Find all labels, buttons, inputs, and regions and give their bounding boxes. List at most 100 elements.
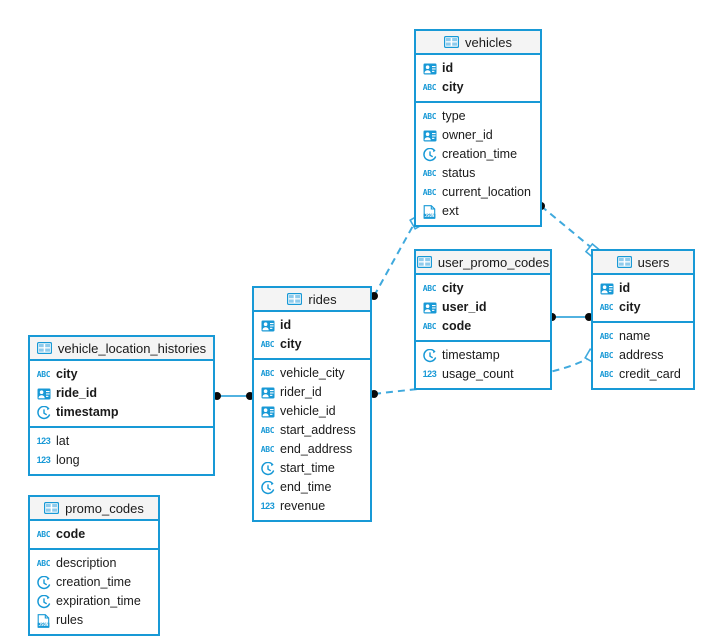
- field-name: city: [619, 300, 641, 315]
- column-row[interactable]: JSON ext: [416, 202, 540, 221]
- field-name: city: [442, 80, 464, 95]
- abc-text-icon: ABC: [260, 339, 275, 349]
- column-row[interactable]: creation_time: [416, 145, 540, 164]
- abc-text-icon: ABC: [36, 558, 51, 568]
- 123-number-icon: 123: [36, 436, 51, 446]
- clock-icon: [260, 461, 275, 476]
- abc-text-icon: ABC: [422, 111, 437, 121]
- primary-key-row[interactable]: id: [254, 316, 370, 335]
- relationship-vlh-rides[interactable]: [213, 392, 254, 400]
- id-badge-icon: [422, 61, 437, 76]
- column-row[interactable]: creation_time: [30, 573, 158, 592]
- abc-text-icon: ABC: [36, 369, 51, 379]
- field-name: id: [442, 61, 454, 76]
- abc-text-icon: ABC: [422, 168, 437, 178]
- primary-key-row[interactable]: ABC city: [593, 298, 693, 317]
- primary-key-row[interactable]: ABC city: [30, 365, 213, 384]
- json-file-icon: JSON: [422, 204, 437, 219]
- entity-table-header[interactable]: user_promo_codes: [416, 251, 550, 275]
- id-badge-icon: [422, 128, 437, 143]
- column-row[interactable]: vehicle_id: [254, 402, 370, 421]
- field-name: ride_id: [56, 386, 97, 401]
- primary-key-row[interactable]: id: [593, 279, 693, 298]
- entity-table-name: users: [637, 254, 670, 270]
- entity-table-header[interactable]: rides: [254, 288, 370, 312]
- id-badge-icon: [260, 318, 275, 333]
- column-row[interactable]: start_time: [254, 459, 370, 478]
- field-name: city: [56, 367, 78, 382]
- clock-icon: [422, 147, 437, 162]
- clock-icon: [36, 405, 51, 420]
- column-row[interactable]: owner_id: [416, 126, 540, 145]
- entity-table-name: rides: [308, 291, 337, 307]
- field-name: usage_count: [442, 367, 514, 382]
- abc-text-icon: ABC: [599, 302, 614, 312]
- id-badge-icon: [260, 404, 275, 419]
- abc-text-icon: ABC: [422, 82, 437, 92]
- field-name: description: [56, 556, 117, 571]
- field-name: rider_id: [280, 385, 322, 400]
- column-row[interactable]: end_time: [254, 478, 370, 497]
- entity-table-header[interactable]: vehicles: [416, 31, 540, 55]
- relationship-line: [540, 205, 594, 250]
- id-badge-icon: [36, 386, 51, 401]
- column-row[interactable]: expiration_time: [30, 592, 158, 611]
- field-name: start_address: [280, 423, 356, 438]
- abc-text-icon: ABC: [599, 350, 614, 360]
- field-name: ext: [442, 204, 459, 219]
- field-name: id: [280, 318, 292, 333]
- svg-text:JSON: JSON: [39, 622, 49, 627]
- field-name: id: [619, 281, 631, 296]
- primary-key-row[interactable]: id: [416, 59, 540, 78]
- column-row[interactable]: timestamp: [416, 346, 550, 365]
- entity-table-header[interactable]: vehicle_location_histories: [30, 337, 213, 361]
- entity-table-header[interactable]: promo_codes: [30, 497, 158, 521]
- primary-key-row[interactable]: timestamp: [30, 403, 213, 422]
- primary-key-row[interactable]: ABC city: [416, 78, 540, 97]
- primary-key-row[interactable]: ride_id: [30, 384, 213, 403]
- field-name: vehicle_city: [280, 366, 345, 381]
- relationship-upc-users[interactable]: [548, 313, 593, 321]
- primary-key-row[interactable]: user_id: [416, 298, 550, 317]
- column-row[interactable]: rider_id: [254, 383, 370, 402]
- field-name: start_time: [280, 461, 335, 476]
- abc-text-icon: ABC: [422, 283, 437, 293]
- table-grid-icon: [36, 341, 52, 356]
- field-name: revenue: [280, 499, 326, 514]
- field-name: credit_card: [619, 367, 681, 382]
- entity-table-header[interactable]: users: [593, 251, 693, 275]
- column-row[interactable]: ABC description: [30, 554, 158, 573]
